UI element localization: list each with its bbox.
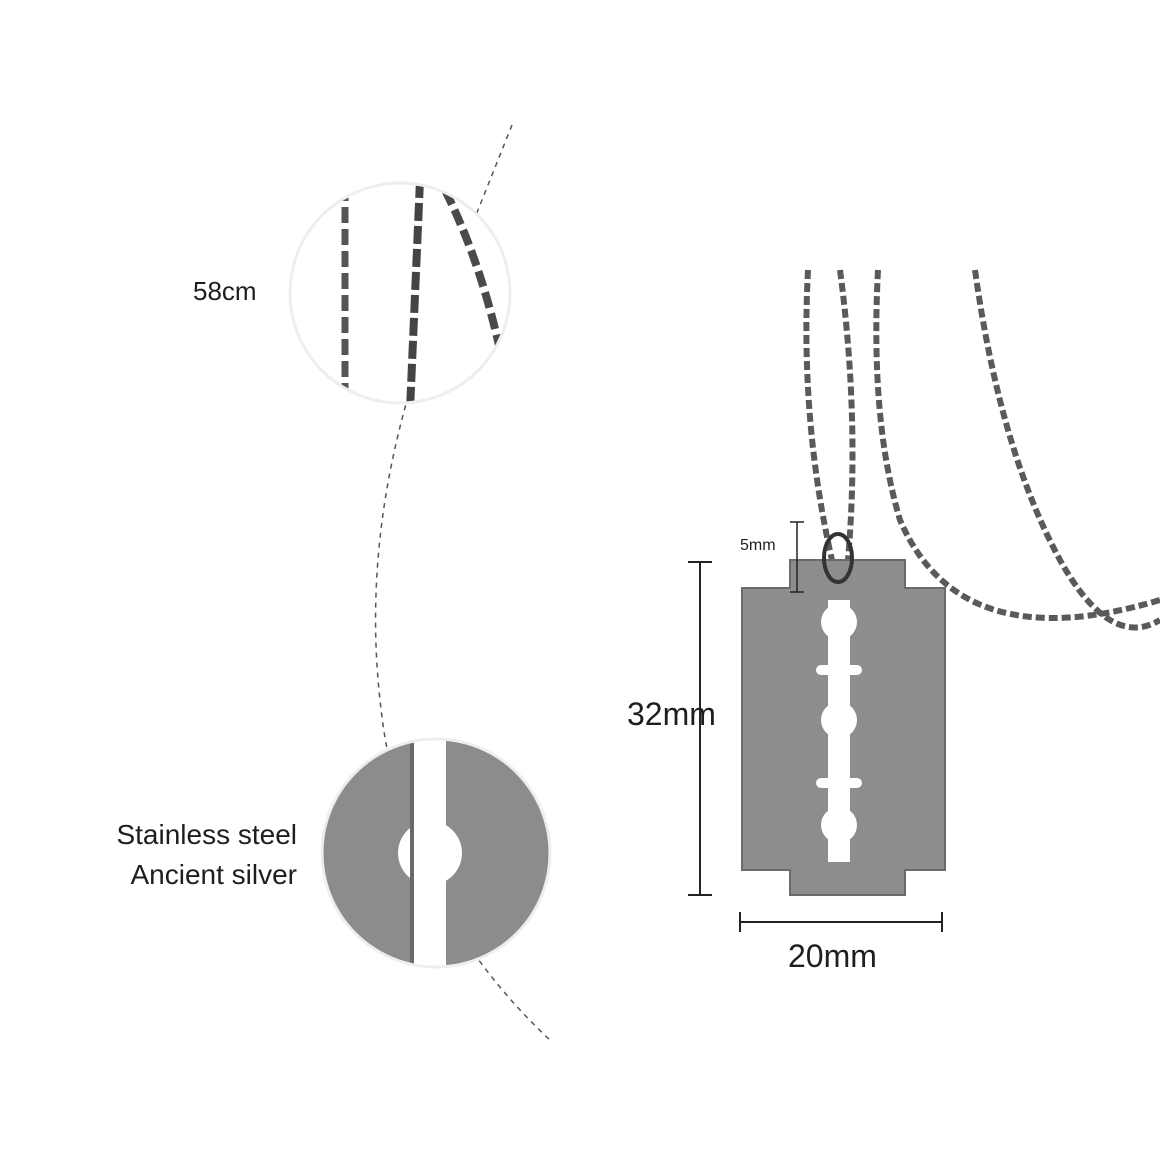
material-line-2: Ancient silver (130, 859, 297, 890)
razor-blade-pendant (741, 532, 946, 896)
necklace-chain (803, 269, 1160, 631)
height-label: 32mm (627, 696, 716, 732)
bail-label: 5mm (740, 537, 776, 554)
dimension-lines (688, 521, 943, 932)
material-line-1: Stainless steel (116, 819, 297, 850)
width-label: 20mm (788, 938, 877, 974)
material-label: Stainless steel Ancient silver (116, 815, 297, 895)
chain-length-label: 58cm (193, 276, 257, 306)
chain-detail-circle (290, 183, 510, 403)
material-detail-circle (322, 739, 550, 967)
